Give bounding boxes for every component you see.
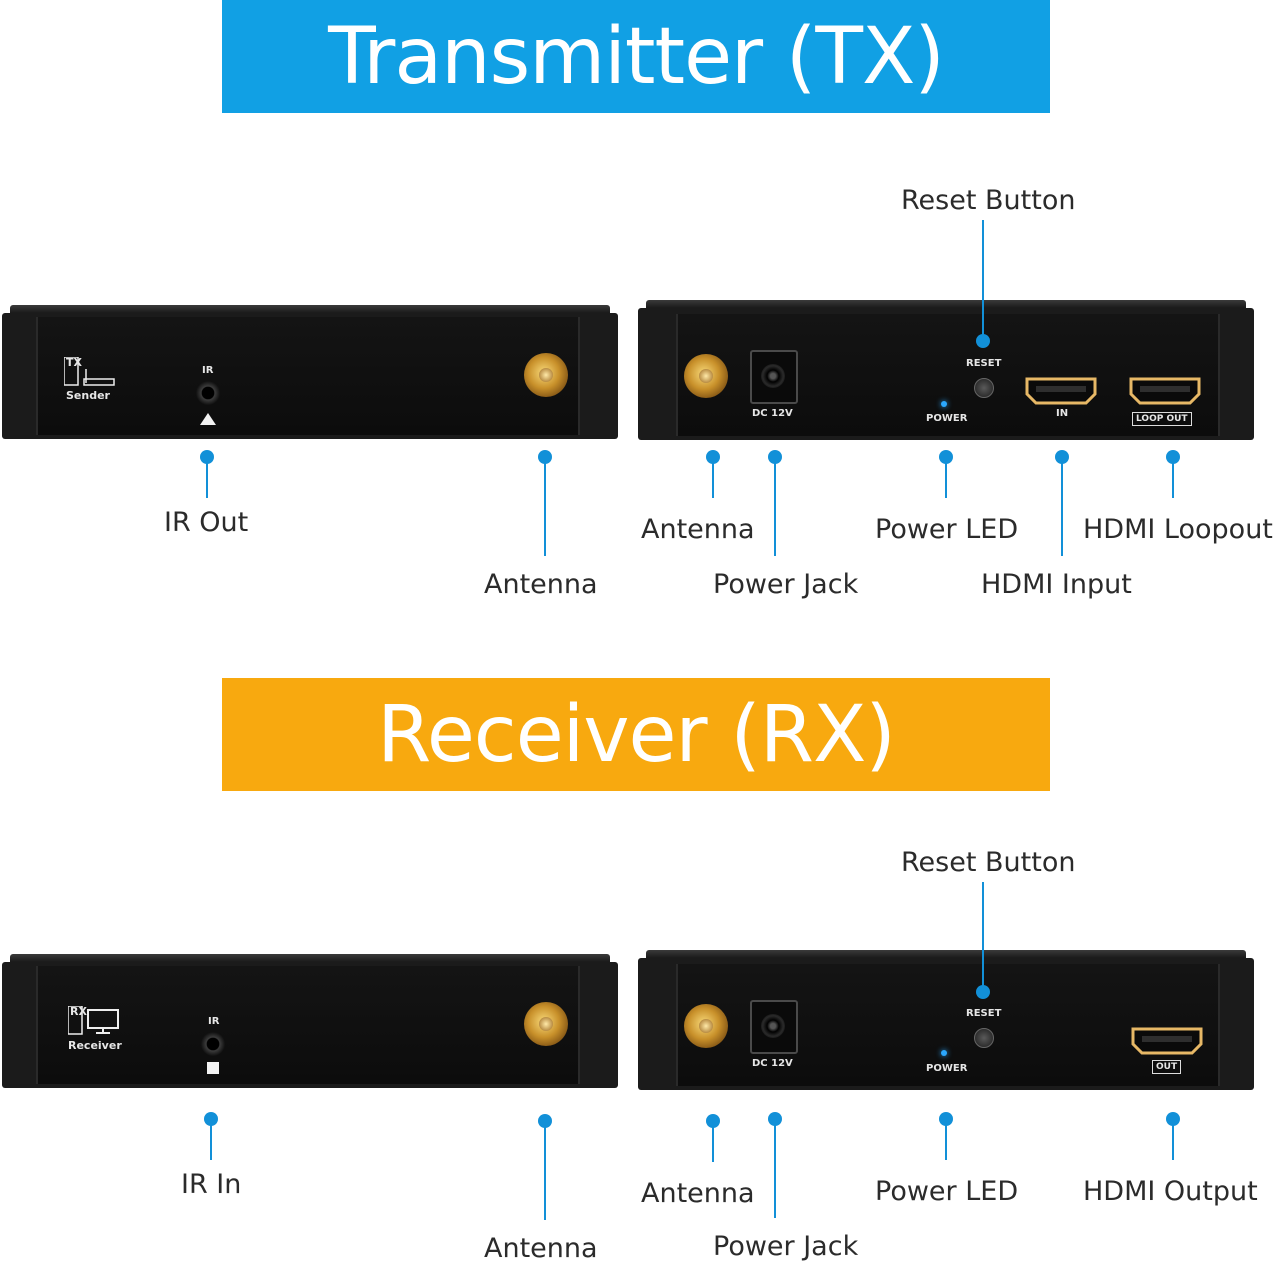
rx-ir-silk: IR xyxy=(208,1016,220,1027)
tx-logo-icon xyxy=(63,356,118,387)
rx-antenna-right-label: Antenna xyxy=(641,1178,755,1209)
tx-dc-jack[interactable] xyxy=(750,350,798,404)
rx-left-antenna-connector[interactable] xyxy=(524,1002,568,1046)
tx-logo-letters: TX xyxy=(66,356,82,369)
rx-ir-in-label: IR In xyxy=(181,1169,242,1200)
tx-right-antenna-connector[interactable] xyxy=(684,354,728,398)
tx-hdmi-input-dot xyxy=(1055,450,1069,464)
receiver-banner: Receiver (RX) xyxy=(222,678,1050,791)
tx-hdmi-loop-silk: LOOP OUT xyxy=(1132,412,1192,426)
rx-reset-button-label: Reset Button xyxy=(901,847,1076,878)
rx-ir-jack[interactable] xyxy=(201,1032,225,1056)
tx-power-led xyxy=(941,401,947,407)
tx-power-silk: POWER xyxy=(926,413,968,424)
tx-antenna-right-label: Antenna xyxy=(641,514,755,545)
rx-logo-icon xyxy=(67,1005,124,1036)
tx-power-jack-label: Power Jack xyxy=(713,569,859,600)
tx-left-antenna-connector[interactable] xyxy=(524,353,568,397)
rx-ir-square-icon xyxy=(207,1062,219,1074)
tx-hdmi-loop-port[interactable] xyxy=(1128,376,1202,406)
tx-right-panel: DC 12V POWER RESET IN LOOP OUT xyxy=(638,300,1254,440)
rx-logo-caption: Receiver xyxy=(68,1039,122,1052)
tx-ir-triangle-icon xyxy=(200,413,216,425)
tx-power-led-label: Power LED xyxy=(875,514,1019,545)
tx-dc-silk: DC 12V xyxy=(752,408,793,419)
tx-ir-silk: IR xyxy=(202,365,214,376)
transmitter-banner: Transmitter (TX) xyxy=(222,0,1050,113)
rx-antenna-right-dot xyxy=(706,1114,720,1128)
tx-reset-dot xyxy=(976,334,990,348)
tx-power-led-dot xyxy=(939,450,953,464)
rx-ir-dot xyxy=(204,1112,218,1126)
tx-hdmi-loopout-label: HDMI Loopout xyxy=(1083,514,1273,545)
rx-power-led-label: Power LED xyxy=(875,1176,1019,1207)
tx-hdmi-input-label: HDMI Input xyxy=(981,569,1132,600)
rx-reset-dot xyxy=(976,985,990,999)
tx-antenna-left-dot xyxy=(538,450,552,464)
tx-antenna-right-dot xyxy=(706,450,720,464)
tx-antenna-left-label: Antenna xyxy=(484,569,598,600)
rx-right-antenna-connector[interactable] xyxy=(684,1004,728,1048)
tx-logo-caption: Sender xyxy=(66,389,110,402)
tx-ir-out-label: IR Out xyxy=(164,507,249,538)
tx-ir-dot xyxy=(200,450,214,464)
rx-reset-silk: RESET xyxy=(966,1008,1002,1019)
tx-reset-silk: RESET xyxy=(966,358,1002,369)
rx-logo-letters: RX xyxy=(70,1005,87,1018)
rx-hdmi-out-port[interactable] xyxy=(1130,1026,1204,1056)
rx-power-led xyxy=(941,1050,947,1056)
rx-power-jack-dot xyxy=(768,1112,782,1126)
rx-dc-silk: DC 12V xyxy=(752,1058,793,1069)
tx-hdmi-loopout-dot xyxy=(1166,450,1180,464)
rx-antenna-left-dot xyxy=(538,1114,552,1128)
tx-power-jack-dot xyxy=(768,450,782,464)
tx-reset-button-label: Reset Button xyxy=(901,185,1076,216)
rx-antenna-left-label: Antenna xyxy=(484,1233,598,1264)
rx-power-jack-label: Power Jack xyxy=(713,1231,859,1262)
tx-hdmi-in-port[interactable] xyxy=(1024,376,1098,406)
rx-power-led-dot xyxy=(939,1112,953,1126)
tx-reset-button[interactable] xyxy=(974,378,994,398)
rx-reset-button[interactable] xyxy=(974,1028,994,1048)
rx-hdmi-output-dot xyxy=(1166,1112,1180,1126)
rx-hdmi-output-label: HDMI Output xyxy=(1083,1176,1258,1207)
tx-hdmi-in-silk: IN xyxy=(1056,408,1069,419)
tx-ir-jack[interactable] xyxy=(196,381,220,405)
rx-dc-jack[interactable] xyxy=(750,1000,798,1054)
rx-hdmi-out-silk: OUT xyxy=(1152,1060,1182,1074)
rx-power-silk: POWER xyxy=(926,1063,968,1074)
rx-right-panel: DC 12V POWER RESET OUT xyxy=(638,950,1254,1090)
rx-left-panel: RX Receiver IR xyxy=(2,954,618,1088)
tx-left-panel: TX Sender IR xyxy=(2,305,618,439)
